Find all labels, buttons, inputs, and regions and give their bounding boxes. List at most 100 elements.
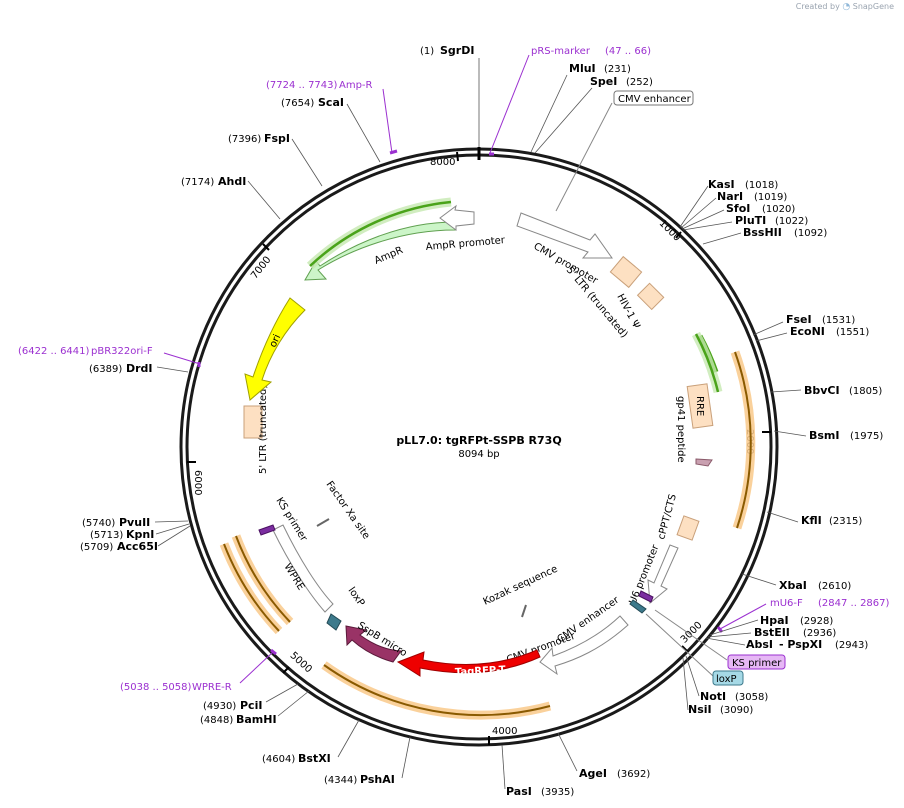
wpre-r-mark[interactable] bbox=[270, 648, 277, 656]
site-pos-pvuii: (5740) bbox=[82, 518, 115, 529]
loxp-box-leader bbox=[645, 613, 714, 677]
loxp-box[interactable] bbox=[712, 670, 744, 686]
snapgene-credit: Created by ◔ SnapGene bbox=[796, 2, 894, 12]
amp-r-name: Amp-R bbox=[339, 80, 373, 91]
tick-8000 bbox=[456, 151, 459, 162]
tagrfp-arrow[interactable] bbox=[396, 649, 541, 677]
site-pos-pshai: (4344) bbox=[324, 775, 357, 786]
site-pos-mlui: (231) bbox=[604, 64, 631, 75]
loxp-right-feature[interactable] bbox=[629, 599, 647, 614]
site-pos-noti: (3058) bbox=[735, 692, 768, 703]
amp-r-range: (7724 .. 7743) bbox=[266, 80, 338, 91]
hiv1-psi-feature[interactable] bbox=[636, 282, 665, 311]
leader-pshai bbox=[401, 736, 411, 779]
ori-label: ori bbox=[268, 333, 283, 349]
site-name-acc65i: Acc65I bbox=[117, 540, 158, 553]
site-name-ahdi: AhdI bbox=[218, 175, 246, 188]
tick-label-4000: 4000 bbox=[492, 726, 517, 737]
ltr5-left-feature[interactable] bbox=[243, 405, 263, 439]
pbr322-range: (6422 .. 6441) bbox=[18, 346, 90, 357]
site-name-nsii: NsiI bbox=[688, 703, 712, 716]
wpre-arrow[interactable] bbox=[272, 524, 334, 613]
credit-brand: SnapGene bbox=[852, 2, 894, 11]
leader-drdi bbox=[156, 366, 189, 373]
site-name-scai: ScaI bbox=[318, 96, 344, 109]
ampr-promoter-arrow[interactable] bbox=[439, 204, 475, 231]
ampr-arrow[interactable] bbox=[304, 221, 456, 281]
leader-fsei bbox=[752, 321, 784, 336]
green-orf-arc-left[interactable] bbox=[309, 200, 452, 267]
plasmid-size: 8094 bp bbox=[458, 449, 499, 460]
site-name-kasi: KasI bbox=[708, 178, 735, 191]
ks-primer-boxlabel: KS primer bbox=[732, 658, 782, 669]
site-pos-sfoi: (1020) bbox=[762, 204, 795, 215]
site-name-pspxi: - PspXI bbox=[779, 638, 822, 651]
site-pos-scai: (7654) bbox=[281, 98, 314, 109]
leader-agei bbox=[557, 732, 578, 772]
site-name-bsshii: BssHII bbox=[743, 226, 782, 239]
leader-kasi bbox=[679, 185, 709, 228]
rre-feature[interactable] bbox=[686, 383, 714, 429]
site-pos-pcii: (4930) bbox=[203, 701, 236, 712]
site-name-bsteii: BstEII bbox=[754, 626, 790, 639]
cmv-enhancer-leader bbox=[555, 102, 613, 212]
site-name-kpni: KpnI bbox=[126, 528, 154, 541]
site-pos-fspi: (7396) bbox=[228, 134, 261, 145]
site-name-hpai: HpaI bbox=[760, 614, 789, 627]
site-name-spei: SpeI bbox=[590, 75, 617, 88]
ltr5-feature[interactable] bbox=[609, 255, 643, 289]
cmv-promoter-2-arrow[interactable] bbox=[539, 615, 629, 676]
ori-arrow[interactable] bbox=[244, 297, 306, 401]
leader-acc65i bbox=[157, 525, 191, 547]
pRS-marker-leader bbox=[489, 54, 530, 154]
cmv-enhancer-box[interactable] bbox=[613, 90, 694, 106]
tick-7000 bbox=[262, 243, 270, 251]
ks-primer-box[interactable] bbox=[727, 654, 786, 670]
site-name-nari: NarI bbox=[717, 190, 743, 203]
u6-promoter-arrow[interactable] bbox=[647, 544, 679, 604]
orf-arc-right[interactable] bbox=[734, 351, 752, 529]
orf-arc-left1[interactable] bbox=[235, 535, 291, 623]
site-pos-bamhi: (4848) bbox=[200, 715, 233, 726]
site-name-pasi: PasI bbox=[506, 785, 532, 798]
site-name-sgrdi: SgrDI bbox=[440, 44, 474, 57]
leader-fspi bbox=[291, 138, 323, 187]
site-pos-bbvci: (1805) bbox=[849, 386, 882, 397]
leader-bstxi bbox=[337, 719, 360, 758]
site-name-fsei: FseI bbox=[786, 313, 812, 326]
orf-arc-left2[interactable] bbox=[223, 543, 280, 632]
sspb-arrow[interactable] bbox=[345, 625, 402, 663]
tick-label-7000: 7000 bbox=[249, 255, 273, 282]
site-pos-nari: (1019) bbox=[754, 192, 787, 203]
kozak-feature[interactable] bbox=[521, 604, 527, 618]
mu6-leader bbox=[719, 603, 767, 630]
cmv-enhancer-boxlabel: CMV enhancer bbox=[618, 94, 692, 105]
ampr-promoter-label: AmpR promoter bbox=[425, 235, 506, 253]
site-pos-pluti: (1022) bbox=[775, 216, 808, 227]
leader-spei bbox=[534, 87, 593, 154]
site-pos-econi: (1551) bbox=[836, 327, 869, 338]
u6-small-feature[interactable] bbox=[638, 590, 654, 603]
gp41-feature[interactable] bbox=[695, 458, 713, 467]
green-orf-arc-right[interactable] bbox=[694, 333, 720, 393]
orf-arc-bottom[interactable] bbox=[323, 664, 551, 717]
cmv-promoter-arrow[interactable] bbox=[516, 212, 613, 259]
leader-mlui bbox=[530, 74, 568, 153]
site-name-bbvci: BbvCI bbox=[804, 384, 840, 397]
rre-label: RRE bbox=[694, 396, 705, 416]
cppt-feature[interactable] bbox=[676, 515, 700, 541]
site-name-pluti: PluTI bbox=[735, 214, 766, 227]
loxp-label: loxP bbox=[346, 585, 367, 608]
amp-r-mark[interactable] bbox=[389, 149, 398, 155]
ks-primer-feature[interactable] bbox=[258, 524, 276, 536]
loxp-left-feature[interactable] bbox=[326, 613, 342, 631]
factor-xa-feature[interactable] bbox=[316, 518, 330, 527]
leader-nsii bbox=[682, 657, 689, 711]
leader-pluti bbox=[682, 221, 733, 231]
site-name-noti: NotI bbox=[700, 690, 726, 703]
site-name-fspi: FspI bbox=[264, 132, 290, 145]
wpre-r-leader bbox=[239, 651, 274, 684]
site-pos-xbai: (2610) bbox=[818, 581, 851, 592]
mu6-name: mU6-F bbox=[770, 598, 803, 609]
